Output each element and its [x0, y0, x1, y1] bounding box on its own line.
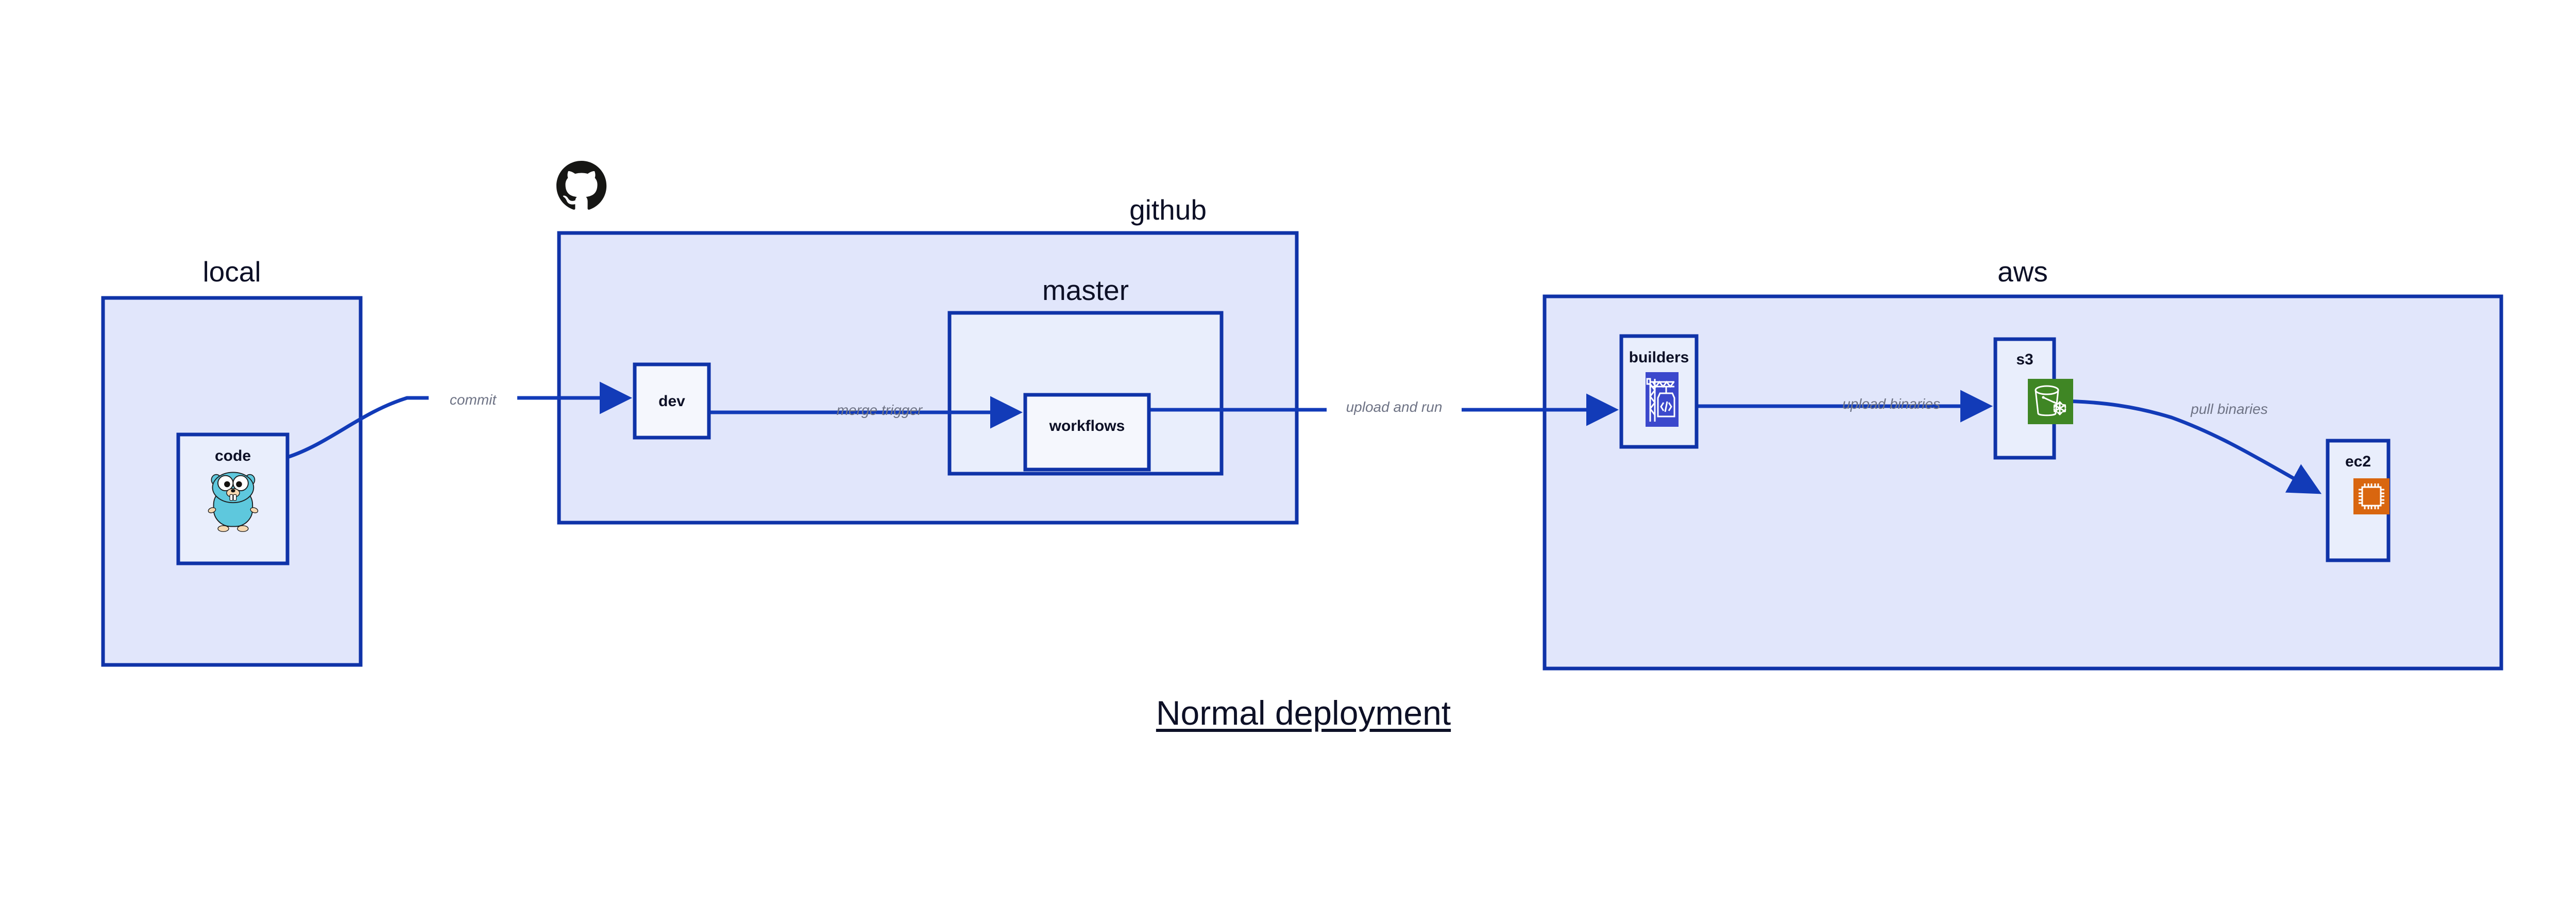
cluster-label-local: local: [202, 256, 261, 288]
edge-commit: [286, 381, 632, 459]
cluster-label-master: master: [1042, 274, 1129, 306]
diagram-title: Normal deployment: [1156, 694, 1451, 732]
node-label-workflows: workflows: [1049, 417, 1125, 435]
edge-label-upload-and-run: upload and run: [1327, 399, 1462, 415]
aws-s3-glacier-icon: [2028, 379, 2073, 424]
go-gopher-icon: [208, 472, 259, 532]
node-label-code: code: [214, 447, 251, 464]
node-label-ec2: ec2: [2345, 453, 2371, 470]
node-dev[interactable]: [633, 362, 711, 440]
node-workflows[interactable]: [1023, 393, 1151, 472]
cluster-label-aws: aws: [1997, 256, 2048, 288]
github-octocat-logo: [556, 161, 607, 210]
aws-ec2-icon: [2353, 478, 2389, 514]
node-label-builders: builders: [1629, 349, 1689, 366]
aws-codebuild-icon: [1646, 372, 1679, 427]
node-label-dev: dev: [658, 393, 685, 410]
node-label-s3: s3: [2016, 351, 2033, 368]
edge-label-merge-trigger: merge trigger: [836, 402, 923, 418]
edge-pull-binaries: [2054, 399, 2322, 494]
edge-label-commit: commit: [429, 392, 517, 408]
edge-label-upload-binaries: upload binaries: [1842, 396, 1940, 412]
cluster-label-github: github: [1129, 194, 1207, 226]
edge-label-pull-binaries: pull binaries: [2191, 401, 2268, 417]
